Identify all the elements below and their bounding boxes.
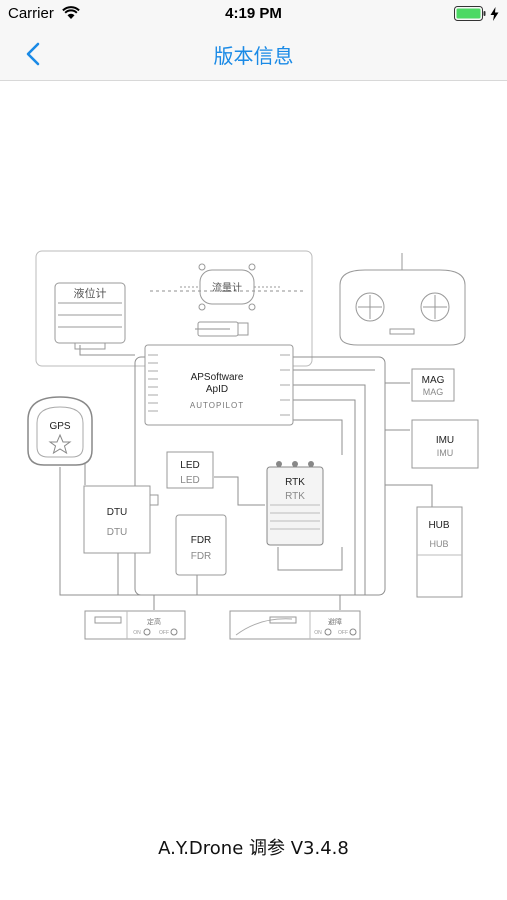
mag-label: MAG: [422, 375, 445, 386]
dtu-sublabel: DTU: [107, 527, 128, 538]
obstacle-avoidance-label: 避障: [328, 617, 342, 626]
system-wiring-diagram: 液位计 流量计 APSoftware ApID AUTOPILOT: [27, 250, 479, 640]
hub-module: [416, 506, 463, 598]
charging-bolt-icon: [490, 6, 499, 21]
led-label: LED: [180, 460, 199, 471]
imu-label: IMU: [436, 435, 454, 446]
dtu-label: DTU: [107, 507, 128, 518]
imu-sublabel: IMU: [437, 448, 454, 458]
altitude-off-label: OFF: [159, 630, 169, 636]
fdr-sublabel: FDR: [191, 551, 212, 562]
hub-sublabel: HUB: [429, 539, 448, 549]
carrier-label: Carrier: [8, 5, 54, 22]
navigation-bar: 版本信息: [0, 28, 507, 81]
level-gauge-label: 液位计: [74, 286, 107, 300]
fdr-label: FDR: [191, 535, 212, 546]
hub-label: HUB: [428, 520, 449, 531]
flowmeter-label: 流量计: [212, 281, 242, 294]
level-gauge-tank: [54, 282, 126, 350]
rtk-sublabel: RTK: [285, 491, 305, 502]
controller-autopilot-label: AUTOPILOT: [190, 401, 244, 410]
imu-module: [411, 419, 479, 469]
obstacle-avoidance-panel: [229, 610, 361, 640]
obstacle-off-label: OFF: [338, 630, 348, 636]
mag-module: [411, 368, 455, 402]
fdr-module: [175, 514, 227, 576]
dtu-module: [83, 485, 151, 554]
gps-module: [27, 396, 93, 466]
altitude-on-label: ON: [133, 630, 141, 636]
rtk-label: RTK: [285, 477, 305, 488]
page-title: 版本信息: [213, 44, 294, 68]
back-chevron-icon[interactable]: [20, 40, 48, 68]
altitude-sensor-panel: [84, 610, 186, 640]
controller-apid-label: ApID: [206, 384, 228, 395]
altitude-hold-label: 定高: [147, 617, 161, 626]
flight-controller: [144, 344, 294, 426]
led-sublabel: LED: [180, 475, 199, 486]
controller-software-label: APSoftware: [191, 372, 244, 383]
app-version-label: A.Y.Drone 调参 V3.4.8: [158, 838, 349, 859]
battery-icon: [454, 6, 499, 21]
wifi-icon: [62, 6, 80, 19]
mag-sublabel: MAG: [423, 387, 444, 397]
obstacle-on-label: ON: [314, 630, 322, 636]
rtk-module: [266, 461, 324, 546]
status-bar: Carrier 4:19 PM: [0, 0, 507, 28]
remote-controller: [339, 253, 466, 346]
clock: 4:19 PM: [225, 5, 282, 22]
flowmeter: [180, 263, 282, 311]
led-module: [166, 451, 214, 489]
gps-label: GPS: [49, 421, 70, 432]
